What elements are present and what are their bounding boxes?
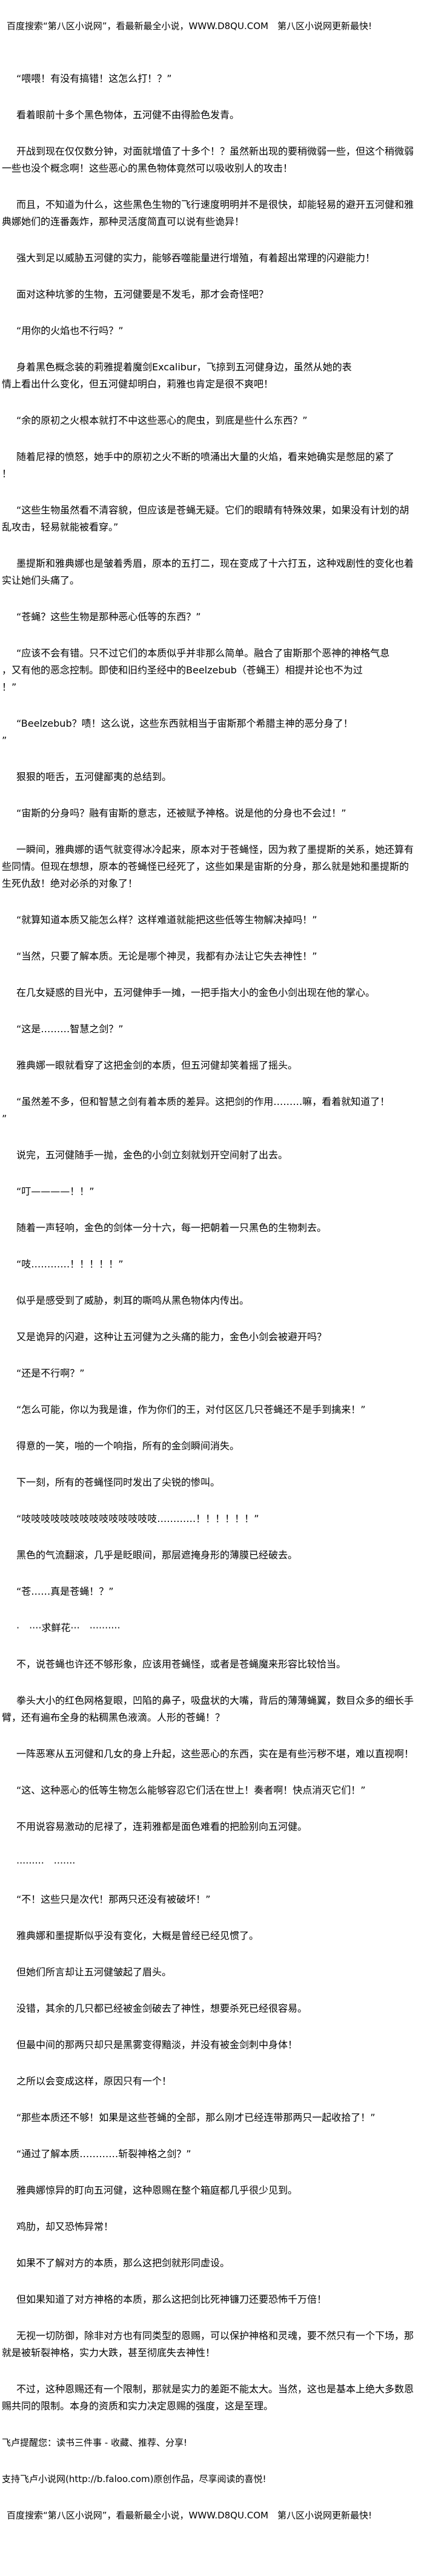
chapter-paragraph: 没错，其余的几只都已经被金剑破去了神性，想要杀死已经很容易。 <box>16 2003 308 2014</box>
chapter-paragraph: “喂喂！有没有搞错！这怎么打！？” <box>16 73 172 84</box>
chapter-paragraph: 看着眼前十多个黑色物体，五河健不由得脸色发青。 <box>16 109 240 121</box>
chapter-paragraph: 不过，这种恩赐还有一个限制，那就是实力的差距不能太大。当然，这也是基本上绝大多数… <box>2 2383 414 2412</box>
chapter-paragraph: “苍蝇？这些生物是那种恶心低等的东西？” <box>16 611 201 622</box>
chapter-paragraph: “怎么可能，你以为我是谁，作为你们的王，对付区区几只苍蝇还不是手到擒来！” <box>16 1404 366 1415</box>
site-banner-bottom: 百度搜索“第八区小说网”，看最新最全小说，WWW.D8QU.COM 第八区小说网… <box>7 2510 372 2521</box>
chapter-paragraph: “这是………智慧之剑？” <box>16 1023 124 1035</box>
chapter-paragraph: 黑色的气流翻滚，几乎是眨眼间，那层遮掩身形的薄膜已经破去。 <box>16 1549 298 1561</box>
chapter-paragraph: “用你的火焰也不行吗？” <box>16 325 124 336</box>
chapter-paragraph: 强大到足以威胁五河健的实力，能够吞噬能量进行增殖，有着超出常理的闪避能力！ <box>16 252 376 264</box>
chapter-paragraph: 又是诡异的闪避，这种让五河健为之头痛的能力，金色小剑会被避开吗？ <box>16 1331 327 1343</box>
chapter-paragraph: 雅典娜一眼就看穿了这把金剑的本质，但五河健却笑着摇了摇头。 <box>16 1059 298 1071</box>
chapter-paragraph: “不！这些只是次代！那两只还没有被破坏！” <box>16 1894 211 1905</box>
chapter-paragraph: “Beelzebub？啧！这么说，这些东西就相当于宙斯那个希腊主神的恶分身了！ … <box>2 718 353 746</box>
chapter-paragraph: 身着黑色概念装的莉雅提着魔剑Excalibur，飞掠到五河健身边，虽然从她的表 … <box>2 361 352 390</box>
chapter-paragraph: “吱…………！！！！！” <box>16 1258 124 1270</box>
chapter-paragraph: 拳头大小的红色网格复眼，凹陷的鼻子，吸盘状的大嘴，背后的薄薄蝇翼，数目众多的细长… <box>2 1695 414 1723</box>
chapter-paragraph: “虽然差不多，但和智慧之剑有着本质的差异。这把剑的作用………嘛，看着就知道了！ … <box>2 1096 390 1124</box>
chapter-paragraph: “余的原初之火根本就打不中这些恶心的爬虫，到底是些什么东西？” <box>16 415 308 426</box>
site-banner-top: 百度搜索“第八区小说网”，看最新最全小说，WWW.D8QU.COM 第八区小说网… <box>7 21 372 32</box>
chapter-paragraph: 之所以会变成这样，原因只有一个！ <box>16 2075 172 2087</box>
chapter-paragraph: 雅典娜惊异的盯向五河健，这种恩赐在整个箱庭都几乎很少见到。 <box>16 2184 298 2196</box>
chapter-paragraph: 但最中间的那两只却只是黑雾变得黯淡，并没有被金剑刺中身体！ <box>16 2039 298 2050</box>
chapter-paragraph: 一阵恶寒从五河健和几女的身上升起，这些恶心的东西，实在是有些污秽不堪，难以直视啊… <box>16 1748 414 1760</box>
chapter-paragraph: 雅典娜和墨提斯似乎没有变化，大概是曾经已经见惯了。 <box>16 1930 259 1941</box>
chapter-paragraph: 墨提斯和雅典娜也是皱着秀眉，原本的五打二，现在变成了十六打五，这种戏剧性的变化也… <box>2 558 414 586</box>
faloo-reminder: 飞卢提醒您：读书三件事 - 收藏、推荐、分享! <box>2 2437 187 2448</box>
chapter-paragraph: 而且，不知道为什么，这些黑色生物的飞行速度明明并不是很快，却能轻易的避开五河健和… <box>2 199 414 227</box>
chapter-paragraph: “通过了解本质…………斩裂神格之剑？” <box>16 2148 191 2160</box>
chapter-paragraph: 得意的一笑，啪的一个响指，所有的金剑瞬间消失。 <box>16 1440 240 1452</box>
chapter-paragraph: 鸡肋，却又恐怖异常！ <box>16 2221 114 2232</box>
chapter-paragraph: 不，说苍蝇也许还不够形象，应该用苍蝇怪，或者是苍蝇魔来形容比较恰当。 <box>16 1658 346 1670</box>
chapter-paragraph: 狠狠的咂舌，五河健鄙夷的总结到。 <box>16 771 172 782</box>
chapter-paragraph: “苍……真是苍蝇！？” <box>16 1586 114 1597</box>
chapter-paragraph: 无视一切防御，除非对方也有同类型的恩赐，可以保护神格和灵魂，要不然只有一个下场，… <box>2 2330 414 2358</box>
chapter-paragraph: 开战到现在仅仅数分钟，对面就增值了十多个！？虽然新出现的要稍微弱一些，但这个稍微… <box>2 145 414 174</box>
chapter-paragraph: “这、这种恶心的低等生物怎么能够容忍它们活在世上！奏者啊！快点消灭它们！” <box>16 1784 366 1796</box>
chapter-paragraph: 如果不了解对方的本质，那么这把剑就形同虚设。 <box>16 2257 230 2269</box>
chapter-paragraph: 说完，五河健随手一抛，金色的小剑立刻就划开空间射了出去。 <box>16 1149 288 1161</box>
chapter-paragraph: 随着尼禄的愤怒，她手中的原初之火不断的喷涌出大量的火焰，看来她确实是憋屈的紧了 … <box>2 451 395 479</box>
chapter-paragraph: ········· ······· <box>16 1857 76 1869</box>
chapter-paragraph: “应该不会有错。只不过它们的本质似乎并非那么简单。融合了宙斯那个恶神的神格气息 … <box>2 647 390 693</box>
chapter-paragraph: 但如果知道了对方神格的本质，那么这把剑比死神镰刀还要恐怖千万倍！ <box>16 2294 327 2305</box>
chapter-paragraph: 面对这种坑爹的生物，五河健要是不发毛，那才会奇怪吧？ <box>16 289 269 300</box>
chapter-paragraph: 在几女疑惑的目光中，五河健伸手一摊，一把手指大小的金色小剑出现在他的掌心。 <box>16 987 376 998</box>
chapter-paragraph: “这些生物虽然看不清容貌，但应该是苍蝇无疑。它们的眼睛有特殊效果，如果没有计划的… <box>2 504 409 533</box>
chapter-paragraph: 随着一声轻响，金色的剑体一分十六，每一把朝着一只黑色的生物刺去。 <box>16 1222 327 1233</box>
chapter-paragraph: · ····求鲜花··· ·········· <box>16 1622 121 1633</box>
chapter-paragraph: “宙斯的分身吗？融有宙斯的意志，还被赋予神格。说是他的分身也不会过！” <box>16 807 346 819</box>
chapter-paragraph: “还是不行啊？” <box>16 1367 85 1379</box>
chapter-paragraph: “就算知道本质又能怎么样？这样难道就能把这些低等生物解决掉吗！” <box>16 914 317 926</box>
chapter-paragraph: “吱吱吱吱吱吱吱吱吱吱吱吱吱吱…………！！！！！！” <box>16 1513 259 1524</box>
faloo-support-link[interactable]: 支持飞卢小说网(http://b.faloo.com)原创作品，尽享阅读的喜悦! <box>2 2474 267 2484</box>
chapter-paragraph: 下一刻，所有的苍蝇怪同时发出了尖锐的惨叫。 <box>16 1477 220 1488</box>
chapter-paragraph: “当然，只要了解本质。无论是哪个神灵，我都有办法让它失去神性！” <box>16 950 317 962</box>
chapter-paragraph: 但她们所言却让五河健皱起了眉头。 <box>16 1966 172 1978</box>
chapter-paragraph: 一瞬间，雅典娜的语气就变得冰冷起来，原本对于苍蝇怪，因为救了墨提斯的关系，她还算… <box>2 844 414 889</box>
chapter-page: 百度搜索“第八区小说网”，看最新最全小说，WWW.D8QU.COM 第八区小说网… <box>2 21 417 2521</box>
chapter-paragraph: 不用说容易激动的尼禄了，连莉雅都是面色难看的把脸别向五河健。 <box>16 1821 308 1832</box>
chapter-paragraph: 似乎是感受到了威胁，刺耳的嘶鸣从黑色物体内传出。 <box>16 1295 250 1306</box>
chapter-paragraph: “叮————！！” <box>16 1186 94 1197</box>
chapter-paragraph: “那些本质还不够！如果是这些苍蝇的全部，那么刚才已经连带那两只一起收拾了！” <box>16 2112 376 2123</box>
chapter-body: “喂喂！有没有搞错！这怎么打！？” 看着眼前十多个黑色物体，五河健不由得脸色发青。… <box>2 70 417 2415</box>
